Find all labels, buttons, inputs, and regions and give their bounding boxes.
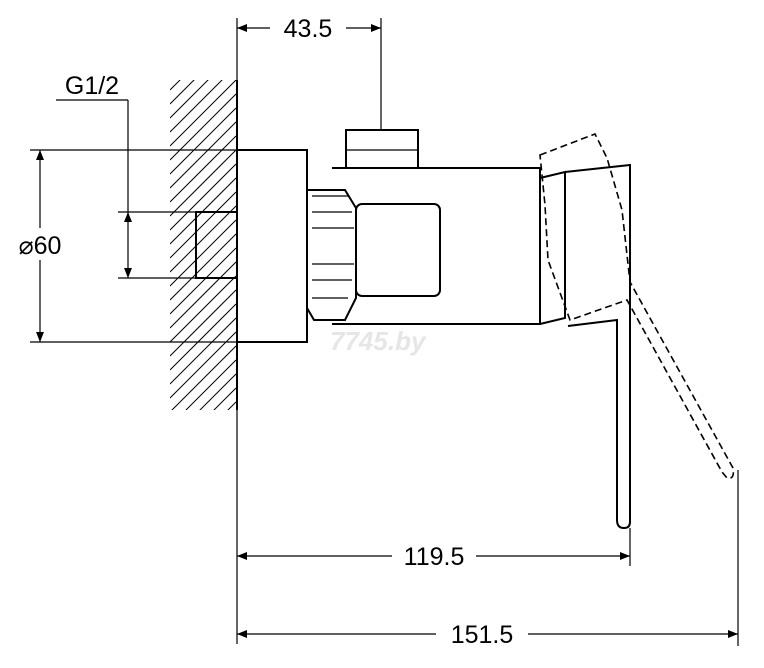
hatch-line <box>170 219 236 287</box>
hatch-line <box>170 0 236 34</box>
hatch-line <box>170 317 236 385</box>
wall-flange <box>236 149 308 343</box>
cartridge-cap <box>539 170 566 325</box>
lever-handle <box>564 163 631 530</box>
dimension-diameter: ⌀60 <box>4 149 237 343</box>
watermark: 7745.by <box>330 326 427 356</box>
hatch-line <box>170 80 209 119</box>
wall-hatch <box>170 0 236 410</box>
hatch-line <box>171 345 236 410</box>
hatch-line <box>170 93 236 161</box>
hatch-line <box>170 289 236 357</box>
hatch-line <box>170 80 195 105</box>
mixer-body <box>332 167 541 325</box>
inlet-pipe <box>195 211 238 279</box>
hatch-line <box>170 0 236 20</box>
hatch-line <box>170 80 181 91</box>
hatch-line <box>213 387 236 410</box>
dimension-label-43-5: 43.5 <box>284 15 333 43</box>
dimension-thread: G1/2 <box>56 72 196 279</box>
dimension-width-top: 43.5 <box>236 14 382 150</box>
dimension-length-mid: 119.5 <box>236 410 631 644</box>
dimension-label-g1-2: G1/2 <box>65 72 119 100</box>
dimension-label-119-5: 119.5 <box>404 543 465 571</box>
dimension-length-total: 151.5 <box>237 470 739 650</box>
hatch-line <box>170 191 236 259</box>
hex-nut <box>306 189 357 321</box>
hatch-line <box>170 0 236 48</box>
top-outlet <box>345 129 419 169</box>
hatch-line <box>170 0 236 62</box>
hatch-line <box>170 80 236 147</box>
hatch-line <box>170 80 223 133</box>
hatch-line <box>170 331 236 399</box>
lever-handle-alt-position <box>539 132 735 480</box>
hatch-line <box>170 107 236 175</box>
hatch-line <box>170 135 236 203</box>
hatch-line <box>170 0 236 6</box>
hatch-line <box>185 359 236 410</box>
hatch-line <box>170 163 236 231</box>
hatch-line <box>170 261 236 329</box>
dimension-label-151-5: 151.5 <box>451 621 514 649</box>
dimension-label-diameter-60: ⌀60 <box>19 232 62 260</box>
hatch-line <box>199 373 236 410</box>
hatch-line <box>170 149 236 217</box>
hatch-line <box>227 401 236 410</box>
hatch-line <box>170 275 236 343</box>
hatch-line <box>170 303 236 371</box>
hatch-line <box>170 121 236 189</box>
hatch-line <box>170 247 236 315</box>
hatch-line <box>170 10 236 76</box>
hatch-line <box>170 233 236 301</box>
hatch-line <box>170 205 236 273</box>
